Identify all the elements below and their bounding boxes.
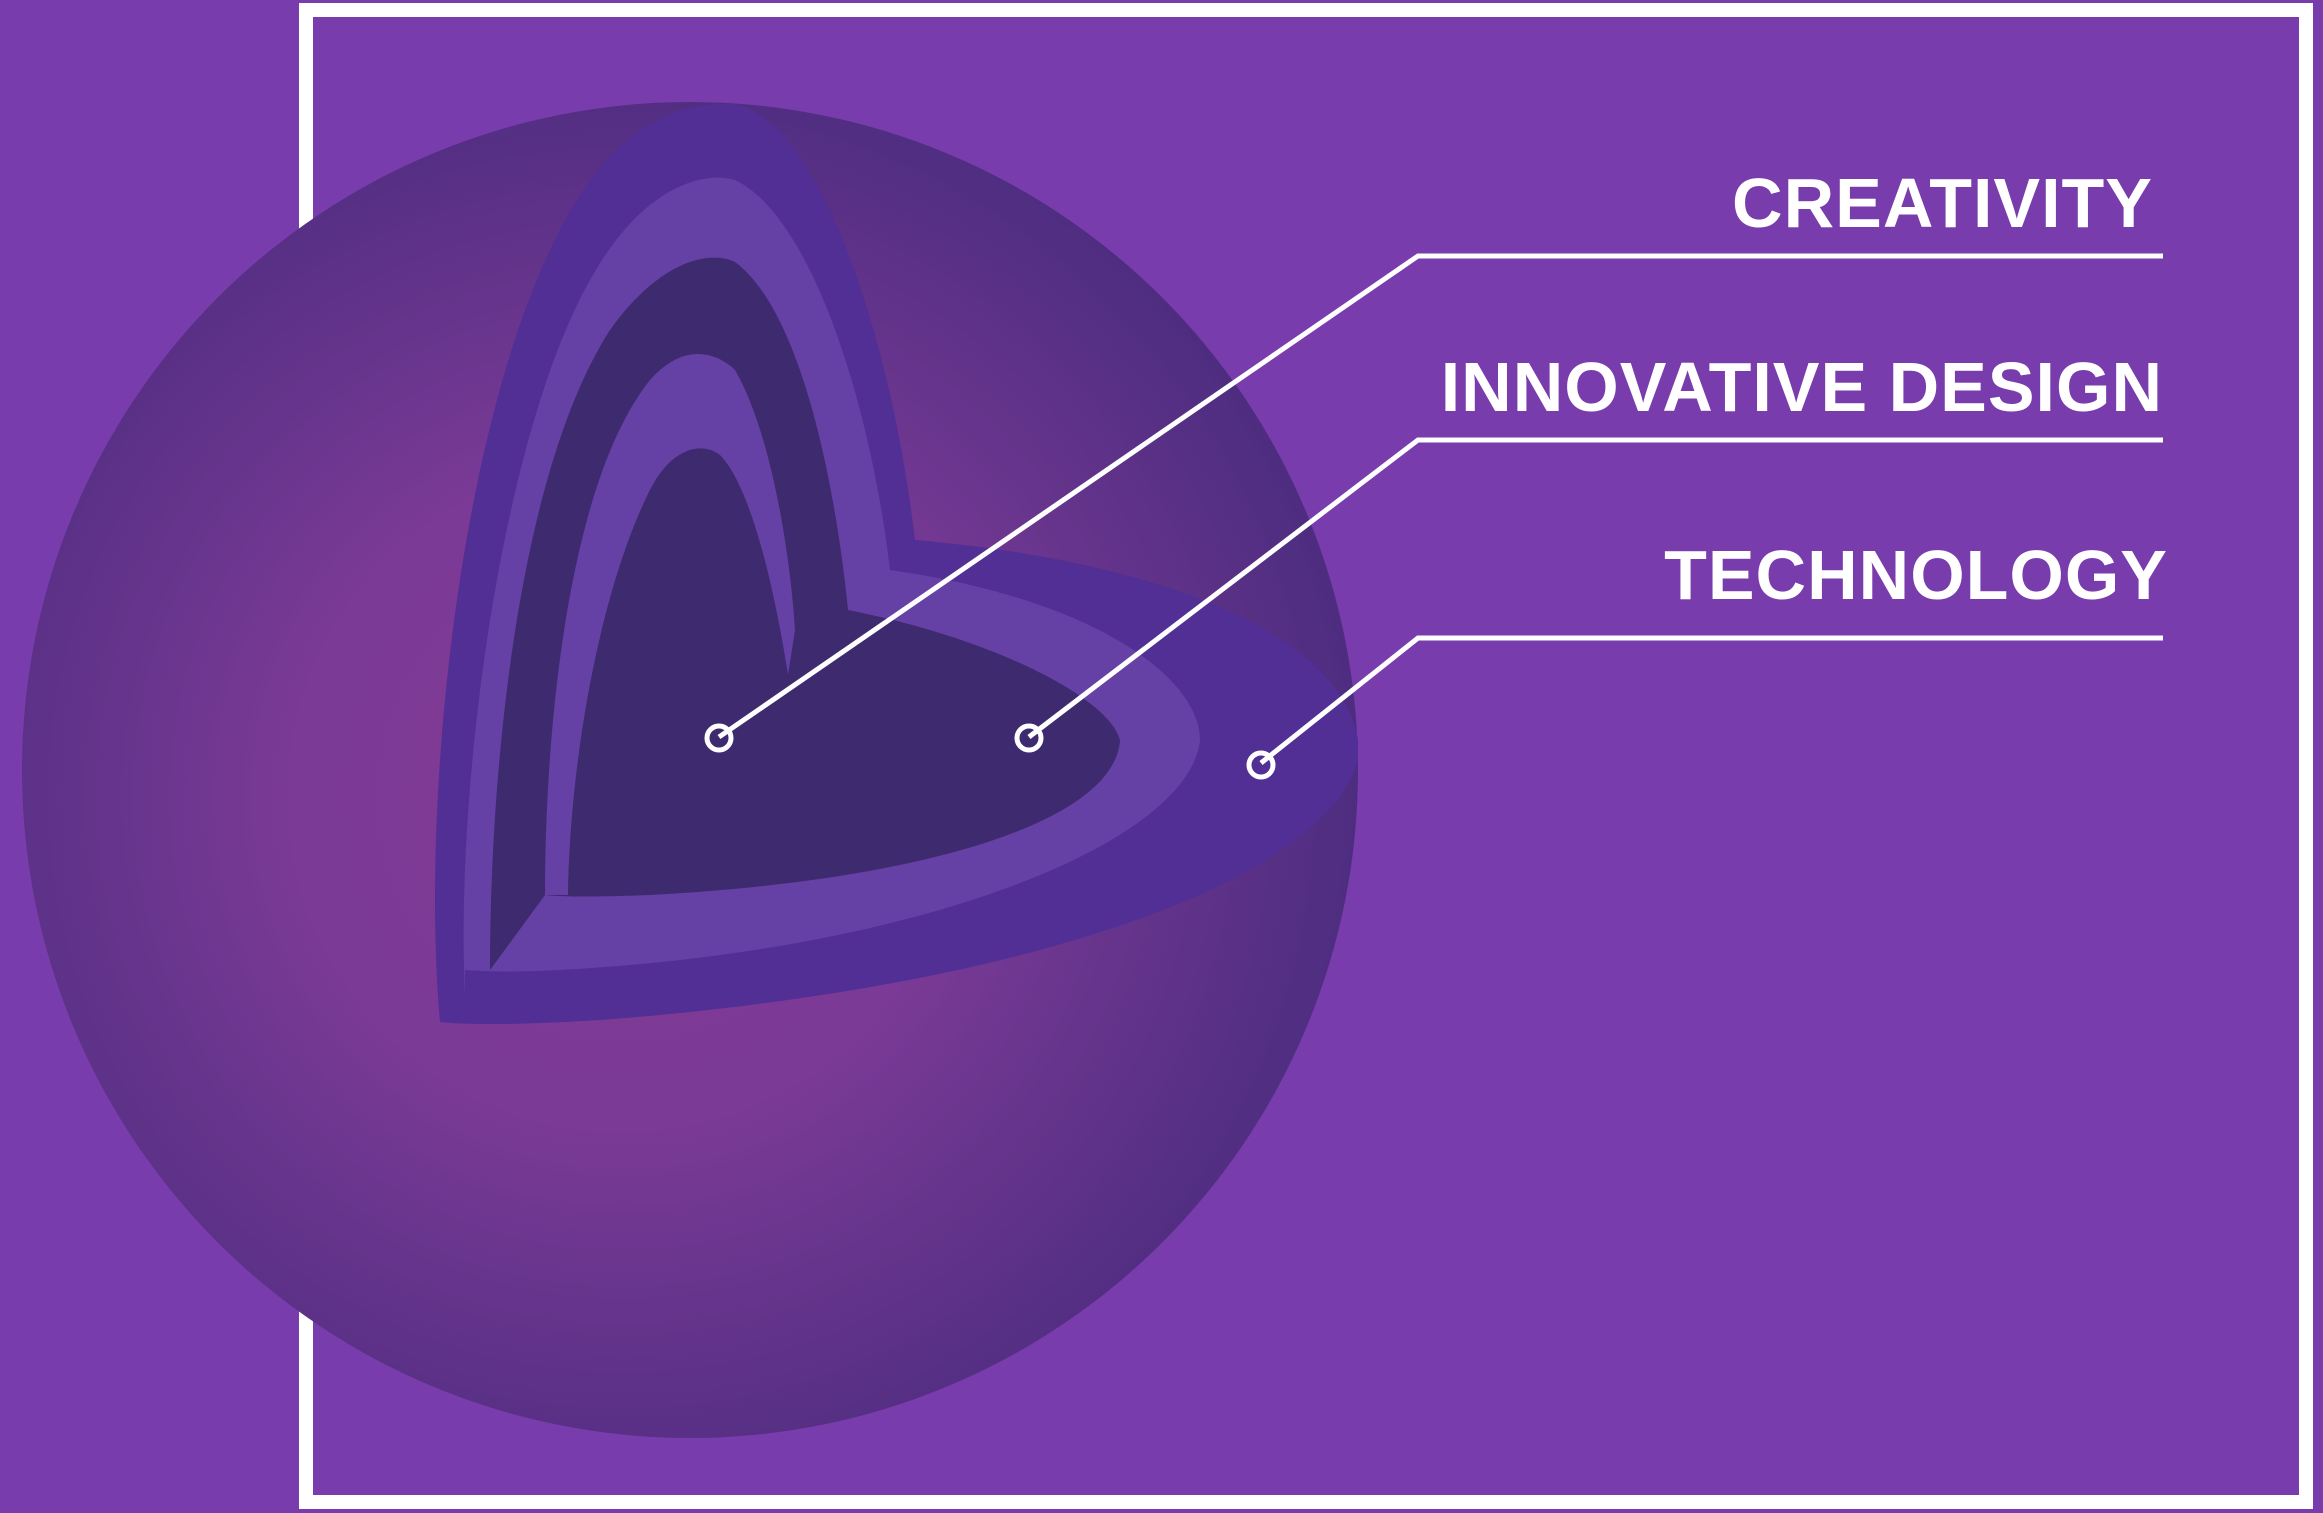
marker-technology bbox=[1246, 750, 1276, 780]
marker-innovative-design bbox=[1014, 723, 1044, 753]
leader-line-technology bbox=[1259, 635, 2163, 765]
cut-center-core bbox=[568, 460, 990, 895]
cut-core-shell bbox=[545, 354, 795, 895]
leader-line-creativity bbox=[717, 253, 2163, 740]
label-technology: TECHNOLOGY bbox=[1664, 536, 2168, 614]
leader-line-innovative-design bbox=[1027, 437, 2163, 739]
label-creativity: CREATIVITY bbox=[1732, 164, 2153, 242]
label-innovative-design: INNOVATIVE DESIGN bbox=[1440, 348, 2163, 426]
marker-creativity bbox=[704, 723, 734, 753]
